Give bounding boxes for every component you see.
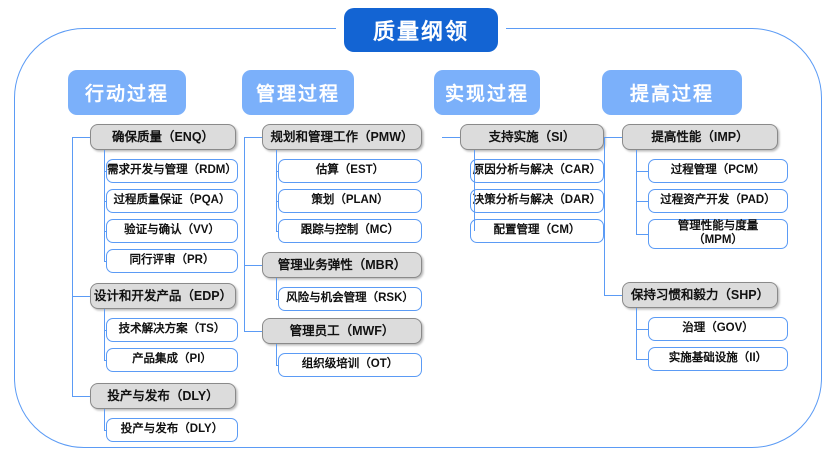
leaf-box[interactable]: 决策分析与解决（DAR） — [470, 189, 604, 213]
leaf-box[interactable]: 技术解决方案（TS） — [106, 318, 238, 342]
connector-group-stub — [244, 265, 262, 266]
connector-spine — [636, 150, 637, 234]
connector-leaf-branch — [276, 171, 278, 172]
connector-leaf-branch — [636, 359, 648, 360]
leaf-box[interactable]: 估算（EST） — [278, 159, 422, 183]
connector-leaf-branch — [104, 360, 106, 361]
leaf-box[interactable]: 配置管理（CM） — [470, 219, 604, 243]
leaf-box[interactable]: 同行评审（PR） — [106, 249, 238, 273]
connector-spine — [276, 344, 277, 365]
connector-group-stub — [72, 396, 90, 397]
column-header-3: 实现过程 — [434, 70, 540, 115]
connector-leaf-branch — [636, 234, 648, 235]
leaf-box[interactable]: 过程管理（PCM） — [648, 159, 788, 183]
leaf-box[interactable]: 风险与机会管理（RSK） — [278, 287, 422, 311]
connector-leaf-branch — [104, 430, 106, 431]
leaf-box[interactable]: 过程资产开发（PAD） — [648, 189, 788, 213]
connector-group-stub — [244, 331, 262, 332]
connector-spine — [104, 150, 105, 261]
leaf-box[interactable]: 治理（GOV） — [648, 317, 788, 341]
diagram-title: 质量纲领 — [344, 8, 498, 52]
connector-leaf-branch — [276, 299, 278, 300]
leaf-box[interactable]: 跟踪与控制（MC） — [278, 219, 422, 243]
leaf-box[interactable]: 验证与确认（VV） — [106, 219, 238, 243]
group-box[interactable]: 管理员工（MWF） — [262, 318, 422, 344]
connector-leaf-branch — [276, 201, 278, 202]
group-box[interactable]: 保持习惯和毅力（SHP） — [622, 282, 778, 308]
group-box[interactable]: 投产与发布（DLY） — [90, 383, 236, 409]
connector-leaf-branch — [276, 365, 278, 366]
connector-group-stub — [244, 137, 262, 138]
group-box[interactable]: 确保质量（ENQ） — [90, 124, 236, 150]
leaf-box[interactable]: 策划（PLAN） — [278, 189, 422, 213]
connector-leaf-branch — [276, 231, 278, 232]
connector-column-trunk — [604, 137, 605, 295]
column-header-2: 管理过程 — [242, 70, 354, 115]
group-box[interactable]: 管理业务弹性（MBR） — [262, 252, 422, 278]
connector-leaf-branch — [104, 201, 106, 202]
leaf-box[interactable]: 管理性能与度量（MPM） — [648, 219, 788, 249]
connector-spine — [104, 409, 105, 430]
connector-leaf-branch — [104, 330, 106, 331]
connector-group-stub — [72, 296, 90, 297]
connector-spine — [104, 309, 105, 360]
connector-group-stub — [72, 137, 90, 138]
connector-spine — [276, 150, 277, 231]
connector-group-stub — [442, 137, 460, 138]
connector-leaf-branch — [104, 261, 106, 262]
leaf-box[interactable]: 需求开发与管理（RDM） — [106, 159, 238, 183]
connector-group-stub — [604, 137, 622, 138]
leaf-box[interactable]: 投产与发布（DLY） — [106, 418, 238, 442]
column-header-1: 行动过程 — [68, 70, 186, 115]
leaf-box[interactable]: 实施基础设施（II） — [648, 347, 788, 371]
leaf-box[interactable]: 过程质量保证（PQA） — [106, 189, 238, 213]
connector-spine — [474, 150, 475, 231]
connector-column-trunk — [72, 137, 73, 396]
group-box[interactable]: 提高性能（IMP） — [622, 124, 778, 150]
leaf-box[interactable]: 组织级培训（OT） — [278, 353, 422, 377]
connector-leaf-branch — [104, 231, 106, 232]
group-box[interactable]: 规划和管理工作（PMW） — [262, 124, 422, 150]
leaf-box[interactable]: 原因分析与解决（CAR） — [470, 159, 604, 183]
connector-leaf-branch — [636, 171, 648, 172]
leaf-box[interactable]: 产品集成（PI） — [106, 348, 238, 372]
connector-leaf-branch — [104, 171, 106, 172]
connector-leaf-branch — [636, 201, 648, 202]
connector-column-trunk — [244, 137, 245, 331]
group-box[interactable]: 设计和开发产品（EDP） — [90, 283, 236, 309]
connector-spine — [636, 308, 637, 359]
connector-spine — [276, 278, 277, 299]
connector-group-stub — [604, 295, 622, 296]
group-box[interactable]: 支持实施（SI） — [460, 124, 604, 150]
column-header-4: 提高过程 — [602, 70, 742, 115]
connector-leaf-branch — [636, 329, 648, 330]
